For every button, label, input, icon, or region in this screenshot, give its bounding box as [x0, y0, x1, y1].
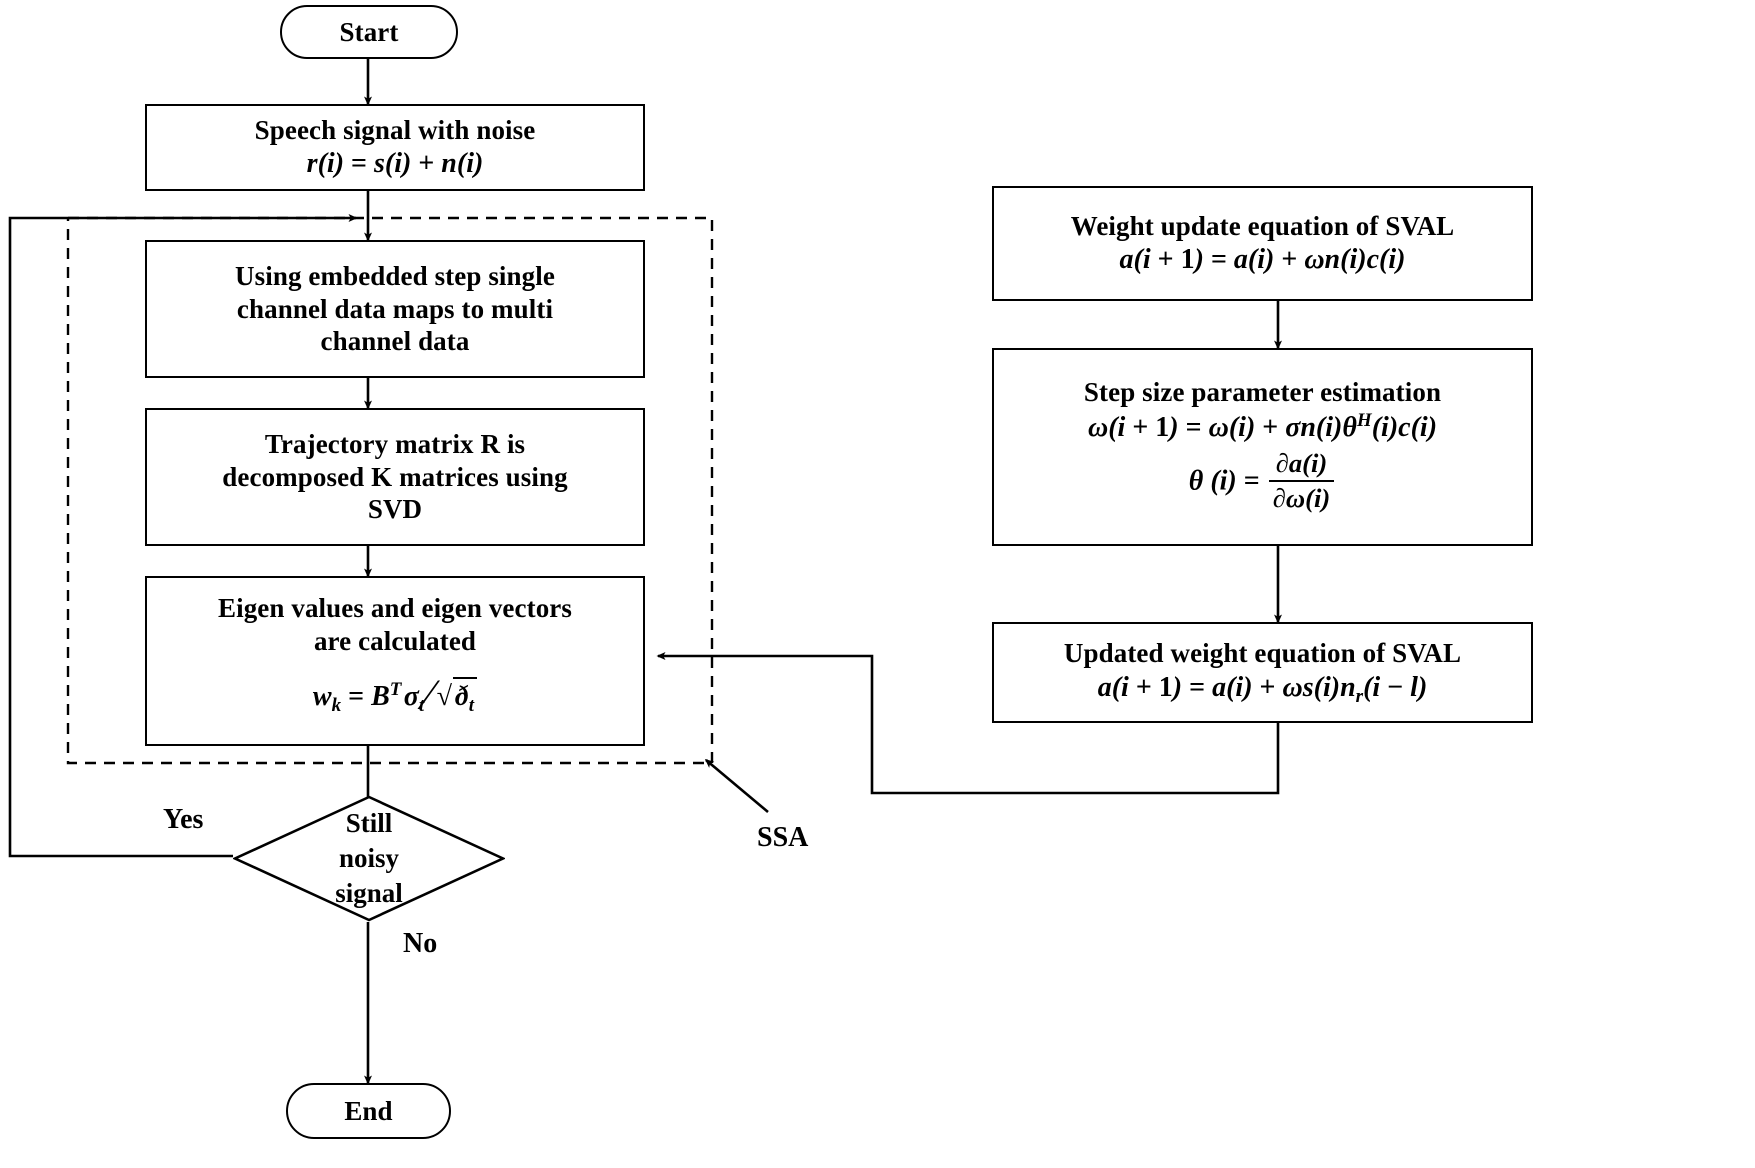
node-step-size-equation2: θ (i) = ∂a(i) ∂ω(i) [1189, 447, 1336, 517]
node-weight-update-equation: a(i + 1) = a(i) + ωn(i)c(i) [1119, 244, 1406, 276]
node-embedding-line1: Using embedded step single [235, 260, 555, 291]
node-eigen[interactable]: Eigen values and eigen vectors are calcu… [145, 576, 645, 746]
node-end-label: End [344, 1095, 393, 1126]
node-eigen-line1: Eigen values and eigen vectors [218, 593, 572, 623]
node-svd-line3: SVD [367, 494, 423, 525]
annotation-ssa-label: SSA [757, 822, 809, 853]
step-size-fraction-numerator: ∂a(i) [1268, 447, 1335, 483]
decision-diamond-shape [231, 795, 507, 922]
node-eigen-line2: are calculated [313, 625, 477, 656]
edge-label-no: No [403, 928, 438, 959]
node-svd[interactable]: Trajectory matrix R is decomposed K matr… [145, 408, 645, 546]
node-embedding[interactable]: Using embedded step single channel data … [145, 240, 645, 378]
node-speech-signal-line1: Speech signal with noise [254, 114, 536, 145]
node-updated-weight-line1: Updated weight equation of SVAL [1063, 637, 1462, 668]
node-speech-signal[interactable]: Speech signal with noise r(i) = s(i) + n… [145, 104, 645, 191]
node-embedding-line2: channel data maps to multi [236, 293, 554, 324]
node-speech-signal-equation: r(i) = s(i) + n(i) [306, 148, 484, 180]
step-size-fraction-denominator: ∂ω(i) [1272, 483, 1331, 514]
node-step-size-equation1: ω(i + 1) = ω(i) + σn(i)θH(i)c(i) [1087, 410, 1438, 444]
node-decision-line3: signal [335, 878, 403, 909]
node-step-size[interactable]: Step size parameter estimation ω(i + 1) … [992, 348, 1533, 546]
ssa-leader-line [704, 759, 769, 813]
node-end[interactable]: End [286, 1083, 451, 1139]
node-eigen-equation: wk = BT σt⁄√ðt [313, 664, 478, 719]
node-updated-weight-equation: a(i + 1) = a(i) + ωs(i)nr(i − l) [1097, 671, 1428, 707]
node-svd-line1: Trajectory matrix R is [264, 428, 526, 459]
node-start-label: Start [339, 16, 399, 47]
node-embedding-line3: channel data [320, 326, 470, 357]
edge-label-yes: Yes [163, 804, 204, 835]
node-start[interactable]: Start [280, 5, 458, 59]
node-decision-line1: Still [345, 807, 393, 838]
node-svd-line2: decomposed K matrices using [222, 461, 568, 492]
node-updated-weight[interactable]: Updated weight equation of SVAL a(i + 1)… [992, 622, 1533, 723]
node-decision-line2: noisy [338, 842, 400, 873]
node-decision[interactable]: Still noisy signal [231, 795, 507, 922]
node-weight-update-line1: Weight update equation of SVAL [1070, 210, 1455, 241]
node-decision-label: Still noisy signal [233, 795, 505, 922]
node-step-size-line1: Step size parameter estimation [1083, 377, 1442, 408]
node-weight-update[interactable]: Weight update equation of SVAL a(i + 1) … [992, 186, 1533, 301]
